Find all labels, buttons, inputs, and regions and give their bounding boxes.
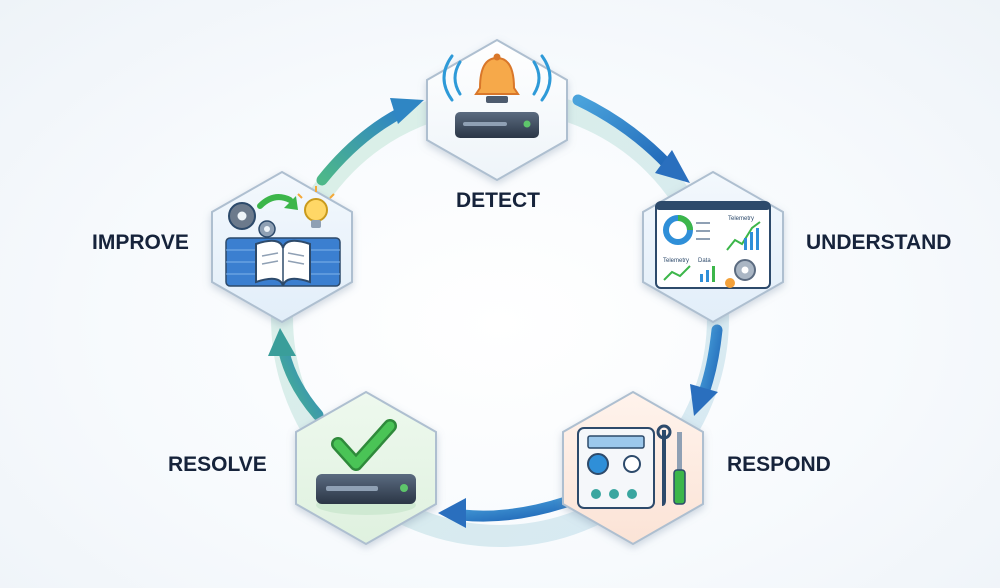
telemetry-dashboard-icon: Telemetry Telemetry Data bbox=[655, 201, 771, 289]
arrow-improve-to-detect bbox=[316, 98, 424, 186]
node-detect[interactable] bbox=[426, 38, 568, 182]
alarm-bell-server-icon bbox=[442, 53, 552, 138]
label-detect: DETECT bbox=[456, 189, 540, 212]
dashboard-label-telemetry-b: Telemetry bbox=[663, 258, 689, 264]
label-respond: RESPOND bbox=[727, 453, 831, 476]
dashboard-label-data: Data bbox=[698, 258, 711, 264]
arrow-understand-to-respond bbox=[690, 324, 723, 416]
arrow-resolve-to-improve bbox=[268, 328, 324, 421]
label-improve: IMPROVE bbox=[92, 231, 189, 254]
control-panel-tools-icon bbox=[577, 424, 686, 509]
arrow-detect-to-understand bbox=[572, 94, 690, 183]
arrow-respond-to-resolve bbox=[438, 496, 572, 528]
checkmark-server-icon bbox=[316, 419, 416, 515]
label-understand: UNDERSTAND bbox=[806, 231, 951, 254]
playbook-gears-lightbulb-icon bbox=[225, 186, 341, 287]
flow-arrows bbox=[268, 94, 723, 528]
dashboard-label-telemetry-a: Telemetry bbox=[728, 216, 754, 222]
label-resolve: RESOLVE bbox=[168, 453, 267, 476]
